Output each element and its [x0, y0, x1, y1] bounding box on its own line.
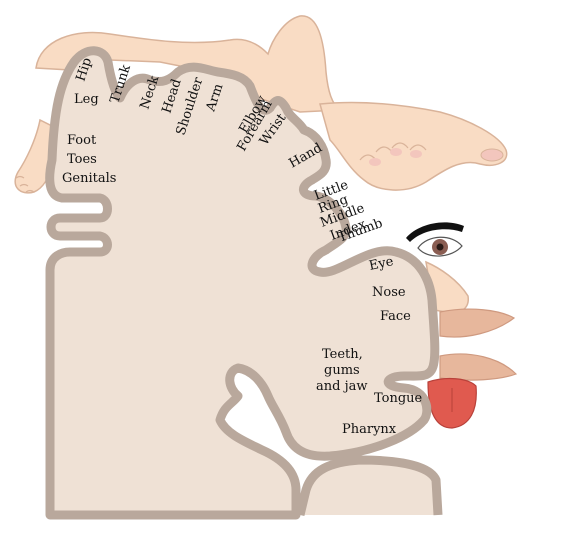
label-eye: Eye	[368, 254, 395, 274]
fingers-detail	[359, 142, 427, 161]
label-face: Face	[380, 309, 411, 324]
upper-lip	[439, 308, 516, 338]
fingernail-3	[410, 150, 422, 158]
eyebrow	[406, 222, 464, 242]
label-teeth-line2: gums	[324, 363, 360, 378]
label-tongue: Tongue	[374, 391, 423, 406]
face-figure	[406, 222, 518, 429]
label-teeth-line1: Teeth,	[322, 347, 363, 362]
hand-figure	[319, 101, 508, 191]
fingernail-1	[369, 158, 381, 166]
label-pharynx: Pharynx	[342, 422, 397, 437]
label-leg: Leg	[74, 92, 99, 107]
label-genitals: Genitals	[62, 171, 116, 186]
eye-pupil	[436, 243, 444, 251]
toes-detail	[15, 175, 35, 193]
label-toes: Toes	[67, 152, 97, 167]
cortex-lower-gyrus	[295, 455, 443, 517]
cortex-outline	[45, 46, 440, 520]
label-teeth-line3: and jaw	[316, 379, 368, 394]
lower-lip	[439, 353, 518, 381]
label-hip: Hip	[74, 56, 96, 83]
label-nose: Nose	[372, 285, 406, 300]
thumbnail	[480, 148, 504, 162]
fingernail-2	[390, 148, 402, 156]
label-foot: Foot	[67, 133, 97, 148]
